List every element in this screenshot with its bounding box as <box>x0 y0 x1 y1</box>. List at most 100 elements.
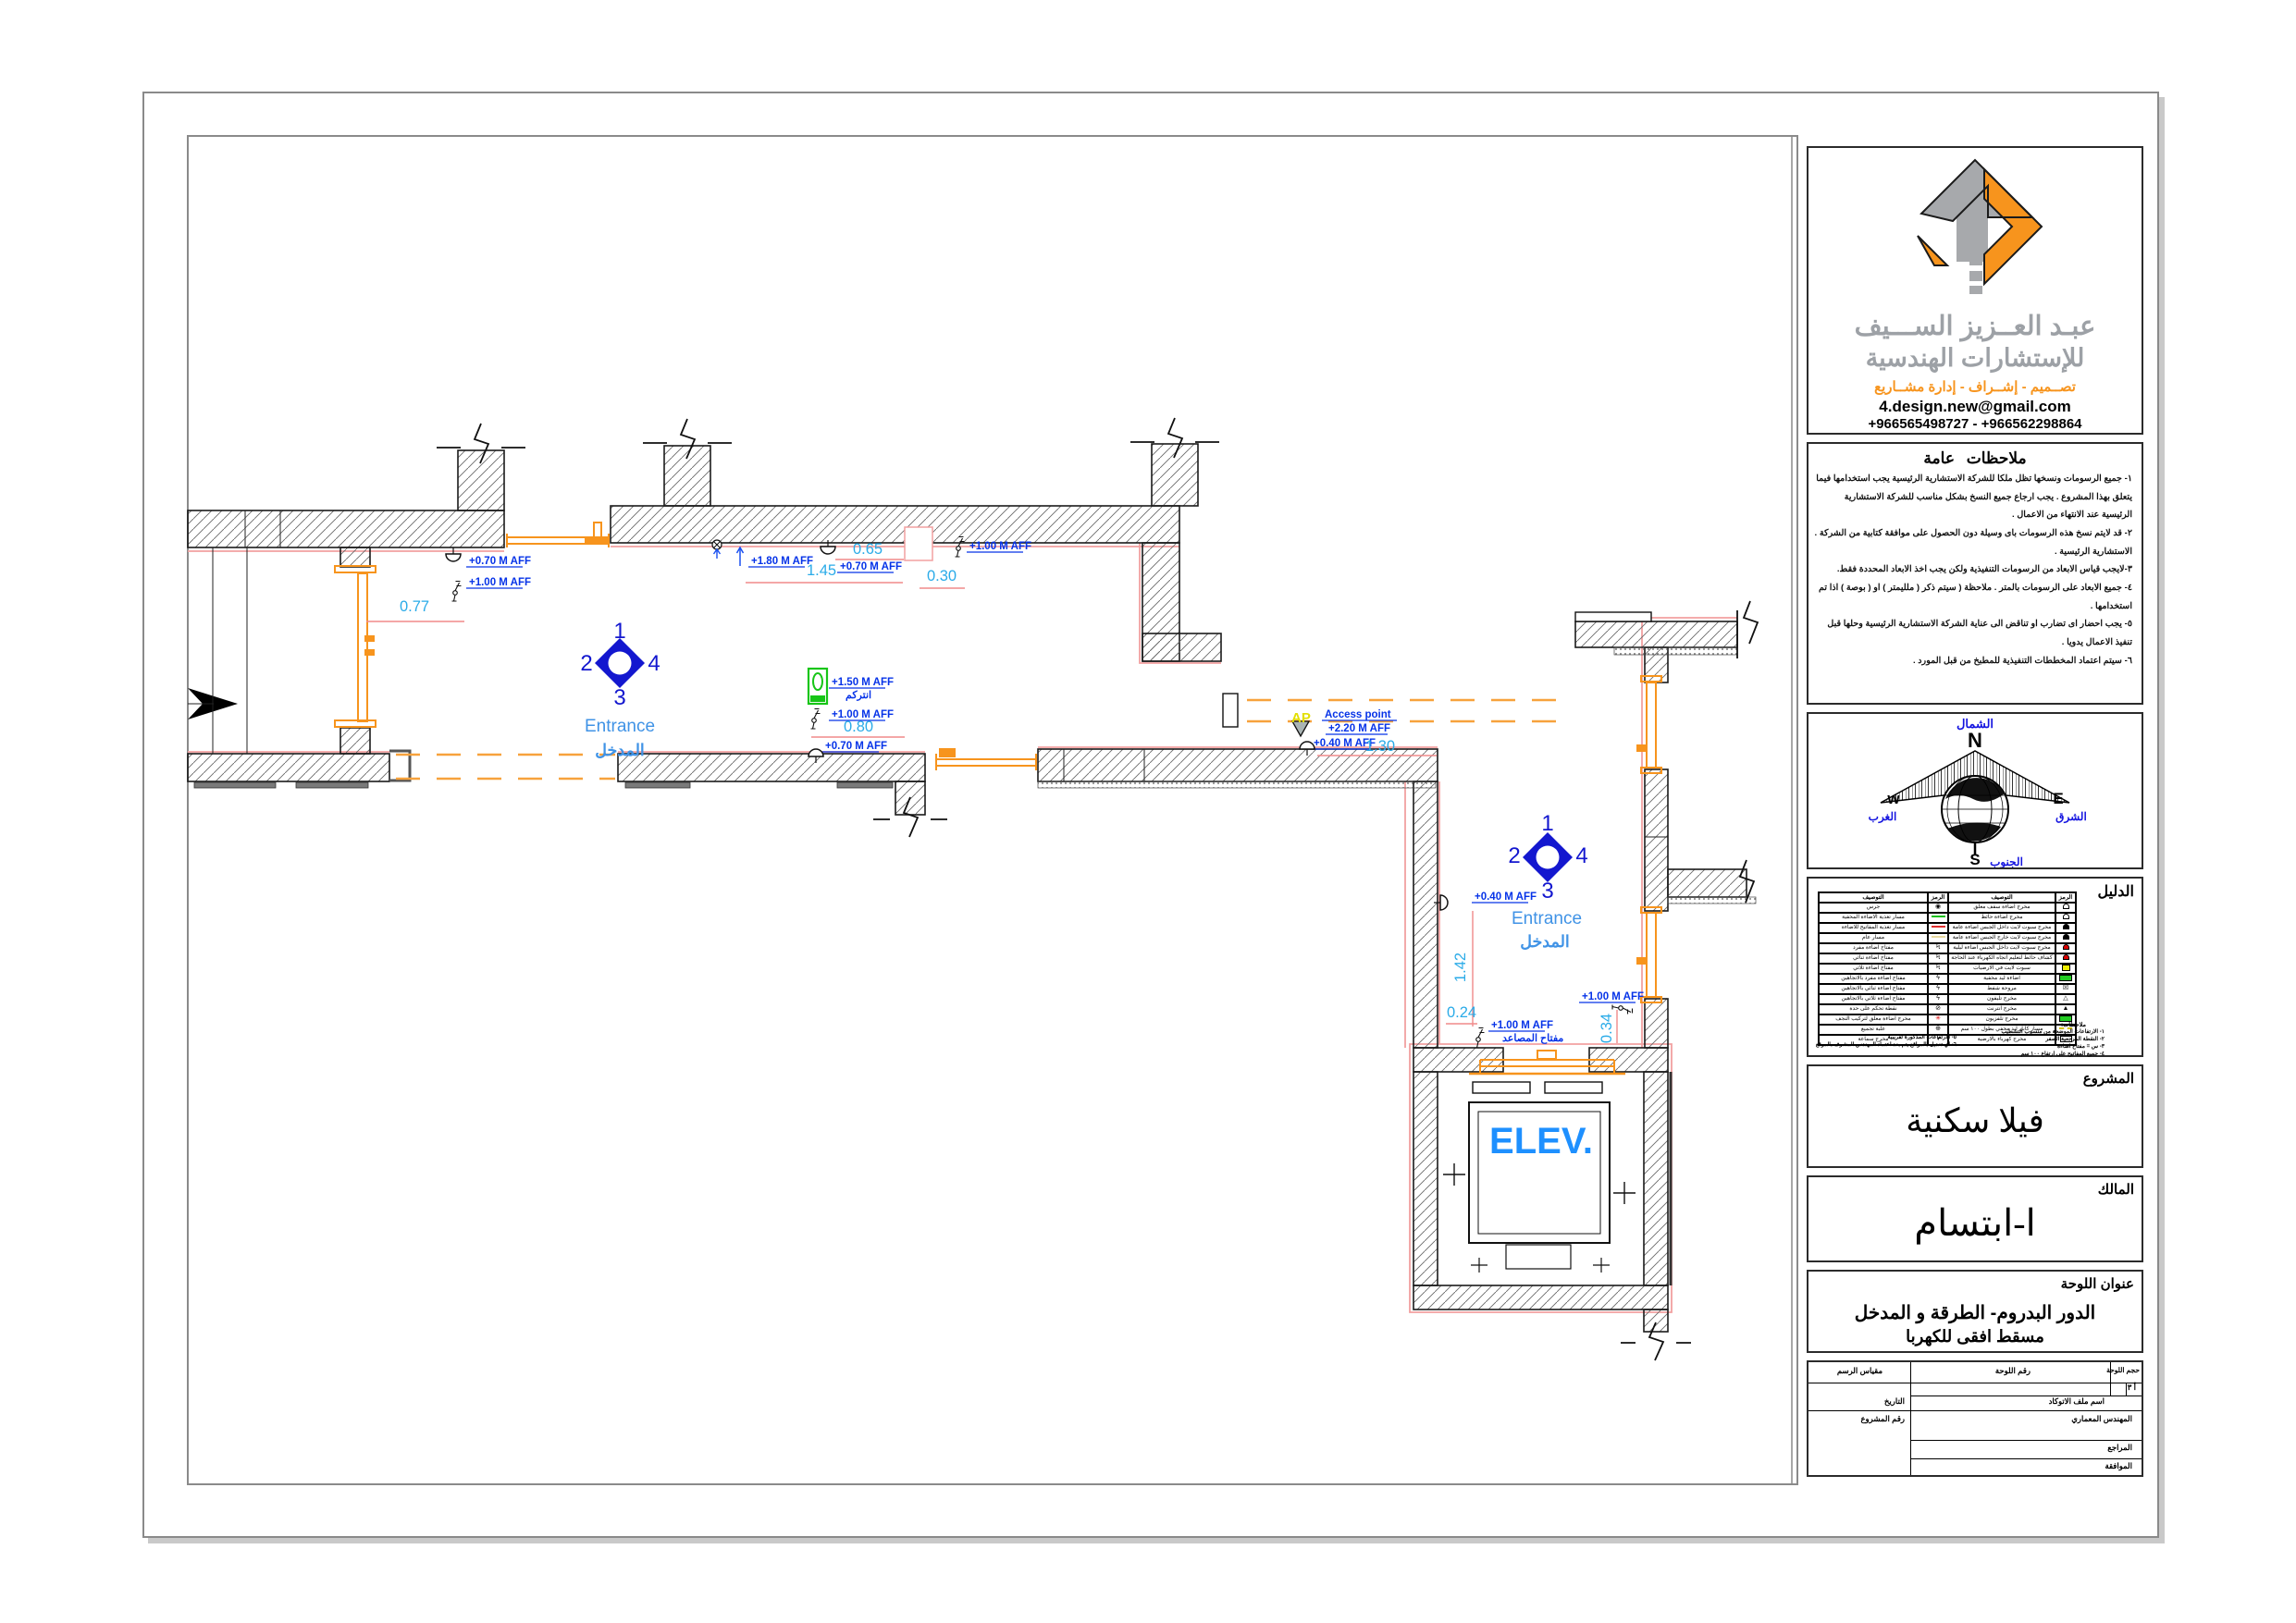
dimension: 1.45 <box>807 562 836 579</box>
legend-desc: مفتاح اضاءة ثلاثي بالاتجاهين <box>1819 994 1928 1004</box>
legend-note: ١- الارتفاعات الموضحة من منسوب التشطيب <box>2001 1029 2105 1035</box>
legend-desc: مخرج اضاءة حائط <box>1948 913 2055 923</box>
dimension: 0.24 <box>1447 1004 1476 1021</box>
compass-east-ar: الشرق <box>2055 810 2087 824</box>
project-box: المشروع فيلا سكنية <box>1807 1064 2143 1168</box>
approval-label: الموافقة <box>2105 1461 2132 1470</box>
sheet-title-line2: مسقط افقى للكهربا <box>1906 1327 2044 1346</box>
aff-label: +1.00 M AFF <box>1582 991 1644 1002</box>
openings <box>334 522 1662 1076</box>
legend-desc: مفتاح اضاءة مفرد <box>1819 943 1928 953</box>
legend-symbol-lampo <box>2055 903 2076 913</box>
sheet-title-line1: الدور البدروم- الطرقة و المدخل <box>1854 1303 2096 1323</box>
company-name-1: عبـد العــزيز الســـيف <box>1854 312 2096 341</box>
owner-box: المالك ا-ابتسام <box>1807 1175 2143 1262</box>
note-item: ١- جميع الرسومات ونسخها تظل ملكا للشركة … <box>1816 473 2132 521</box>
info-table-box: حجم اللوحة أ ٣ رقم اللوحة مقياس الرسم اس… <box>1807 1360 2143 1477</box>
legend-symbol-lamp <box>2055 933 2076 943</box>
sw-symbol <box>451 580 463 602</box>
dimension: 0.80 <box>844 719 873 735</box>
legend-symbol-boxg <box>2055 974 2076 984</box>
entrance2-label: Entrance <box>1512 909 1582 928</box>
access-point-tag: AP <box>1291 710 1311 726</box>
dimension: 0.34 <box>1599 1014 1615 1043</box>
legend-desc: جرس <box>1819 903 1928 913</box>
legend-desc: مخرج سبوت لايت داخل الجبس اضاءة ليلية <box>1948 943 2055 953</box>
generated-lines <box>188 510 1668 1043</box>
legend-symbol-lampr <box>2055 953 2076 964</box>
legend-desc: مخرج تلفزيون <box>1948 1014 2055 1025</box>
sw-symbol <box>809 707 821 730</box>
legend-desc: مخرج سماعة <box>1819 1035 1928 1045</box>
sw-symbol <box>1611 1003 1634 1015</box>
entrance1-label: Entrance <box>585 717 655 736</box>
dimension: 0.65 <box>853 541 883 558</box>
legend-desc: مخرج اضاءة سقف معلق <box>1948 903 2055 913</box>
legend-desc: مفتاح اضاءة ثنائي <box>1819 953 1928 964</box>
legend-symbol-doty <box>2055 964 2076 974</box>
legend-symbol-xbox: ☒ <box>2055 984 2076 994</box>
sheet-number-label: رقم اللوحة <box>1994 1366 2031 1375</box>
legend-desc: اضاءة ليد مخفية <box>1948 974 2055 984</box>
walls <box>187 443 1747 1333</box>
legend-desc: مسار تغذية الاضاءة المخفية <box>1819 913 1928 923</box>
legend-header: التوصيف <box>1819 892 1928 903</box>
company-tagline: تصــميم - إشــراف - إدارة مشــاريع <box>1874 379 2076 395</box>
dome-symbol <box>445 547 462 562</box>
legend-symbol-stem: ⊘ <box>1928 1004 1948 1014</box>
entrance1-num: 3 <box>613 685 625 710</box>
aff-label: +0.40 M AFF <box>1314 738 1376 749</box>
aff-label: +0.70 M AFF <box>840 561 902 572</box>
legend-symbol-lineb <box>1928 933 1948 943</box>
note-item: ٢- قد لايتم نسخ هذه الرسومات باى وسيلة د… <box>1814 527 2132 557</box>
legend-desc: مسار عام <box>1819 933 1928 943</box>
entrance2-symbol <box>1523 832 1573 882</box>
legend-desc: مخرج كهرباء بالارضية <box>1948 1035 2055 1045</box>
sheet-title-box: عنوان اللوحة الدور البدروم- الطرقة و الم… <box>1807 1270 2143 1353</box>
legend-header: الرمز <box>1928 892 1948 903</box>
legend-symbol-lampr <box>2055 943 2076 953</box>
note-item: ٦- سيتم اعتماد المخططات التنفيذية للمطبخ… <box>1912 655 2132 666</box>
owner-value: ا-ابتسام <box>1914 1202 2036 1244</box>
aff-label: +1.50 M AFF <box>832 677 894 688</box>
legend-desc: علبة تجميع <box>1819 1025 1928 1035</box>
project-no-label: رقم المشروع <box>1860 1414 1905 1423</box>
aff-label: +0.70 M AFF <box>469 556 531 567</box>
legend-symbol-trib: ▲ <box>2055 1004 2076 1014</box>
compass-n: N <box>1968 729 1982 752</box>
compass-w: w <box>1886 790 1900 807</box>
reviewer-label: المراجع <box>2107 1443 2132 1452</box>
legend-desc: مفتاح اضاءة مفرد بالاتجاهين <box>1819 974 1928 984</box>
legend-desc: مروحة شفط <box>1948 984 2055 994</box>
size-value: أ ٣ <box>2127 1383 2136 1392</box>
legend-symbol-trio: △ <box>2055 994 2076 1004</box>
dimension: 1.30 <box>1365 738 1395 755</box>
compass-west-ar: الغرب <box>1869 810 1897 824</box>
legend-symbol-sw1: Ϟ <box>1928 964 1948 974</box>
legend-note: ٤- جميع المفاتيح على ارتفاع ١٠٠ سم <box>2020 1051 2105 1057</box>
company-email: 4.design.new@gmail.com <box>1879 398 2071 415</box>
note-item: ٤- جميع الابعاد على الرسومات بالمتر . مل… <box>1818 582 2132 611</box>
elevator-switch-label: مفتاح المصاعد <box>1502 1033 1563 1044</box>
legend-symbol-half: ◖ <box>1928 1035 1948 1045</box>
legend-symbol-sw2: ϟ <box>1928 994 1948 1004</box>
legend-desc: مخرج سبوت لايت داخل الجبس اضاءة عامة <box>1948 923 2055 933</box>
legend-desc: مخرج انترنت <box>1948 1004 2055 1014</box>
legend-note: ٦- اي تعديل بالمواقع يتم بعد اعتماد المه… <box>1815 1042 1957 1048</box>
legend-desc: مفتاح اضاءة ثنائي بالاتجاهين <box>1819 984 1928 994</box>
aff-label: +1.00 M AFF <box>969 541 1031 552</box>
legend-symbol-rect <box>2055 1035 2076 1045</box>
legend-symbol-targ: ◉ <box>1928 903 1948 913</box>
compass-s: S <box>1969 851 1980 867</box>
step-edge <box>389 749 412 782</box>
architect-label: المهندس المعماري <box>2071 1414 2132 1423</box>
entrance1-label-ar: المدخل <box>595 741 645 759</box>
entrance1-num: 1 <box>613 619 625 644</box>
general-notes-box: ملاحظات عامة ١- جميع الرسومات ونسخها تظل… <box>1807 442 2143 705</box>
aff-label: +1.00 M AFF <box>832 709 894 720</box>
legend-note: ٣- س = مفتاح اضاءة <box>2056 1044 2105 1050</box>
legend-symbol-liner <box>1928 923 1948 933</box>
aff-label: +0.40 M AFF <box>1475 891 1537 903</box>
